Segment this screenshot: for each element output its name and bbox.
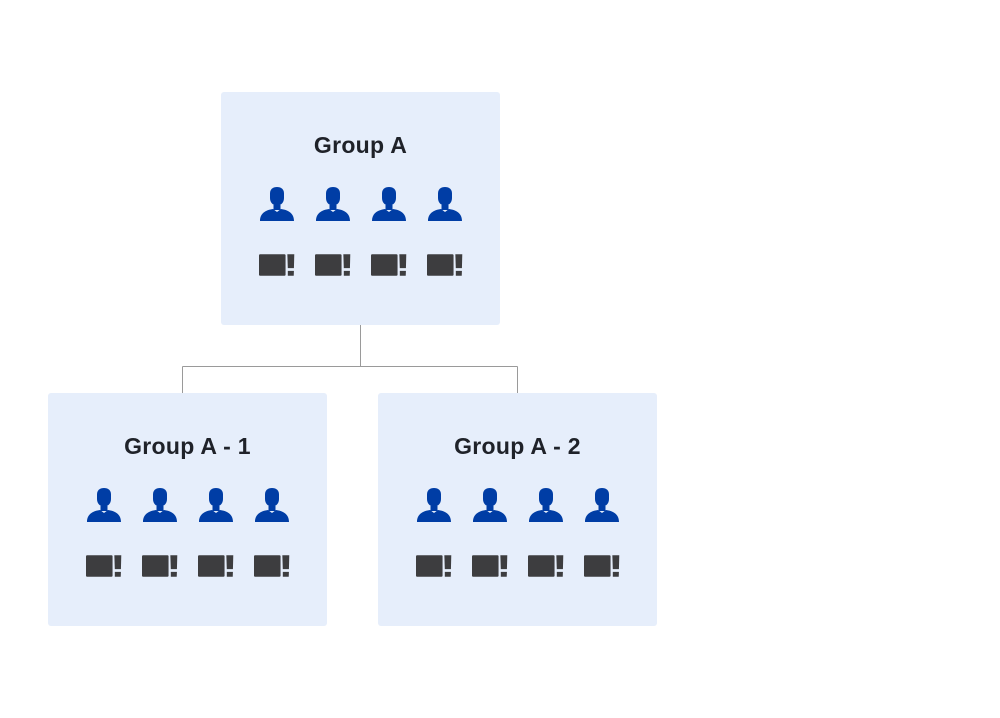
user-icon	[416, 487, 452, 523]
device-icon	[85, 548, 122, 584]
device-icon	[426, 247, 463, 283]
device-icon	[415, 548, 452, 584]
user-icon	[254, 487, 290, 523]
device-icon	[141, 548, 178, 584]
group-box-group-a-1: Group A - 1	[48, 393, 327, 626]
device-icon	[583, 548, 620, 584]
user-icon	[315, 186, 351, 222]
group-box-group-a-2: Group A - 2	[378, 393, 657, 626]
device-icon	[253, 548, 290, 584]
group-title: Group A - 1	[124, 433, 251, 459]
user-icon-row	[378, 487, 657, 523]
user-icon	[427, 186, 463, 222]
device-icon	[314, 247, 351, 283]
user-icon	[259, 186, 295, 222]
user-icon-row	[48, 487, 327, 523]
user-icon-row	[221, 186, 500, 222]
device-icon	[197, 548, 234, 584]
user-icon	[528, 487, 564, 523]
user-icon	[198, 487, 234, 523]
user-icon	[86, 487, 122, 523]
device-icon	[471, 548, 508, 584]
device-icon	[527, 548, 564, 584]
group-title: Group A - 2	[454, 433, 581, 459]
user-icon	[142, 487, 178, 523]
user-icon	[472, 487, 508, 523]
group-box-group-a: Group A	[221, 92, 500, 325]
device-icon	[370, 247, 407, 283]
group-title: Group A	[313, 132, 408, 158]
device-icon	[258, 247, 295, 283]
device-icon-row	[48, 548, 327, 584]
user-icon	[371, 186, 407, 222]
user-icon	[584, 487, 620, 523]
device-icon-row	[221, 247, 500, 283]
device-icon-row	[378, 548, 657, 584]
